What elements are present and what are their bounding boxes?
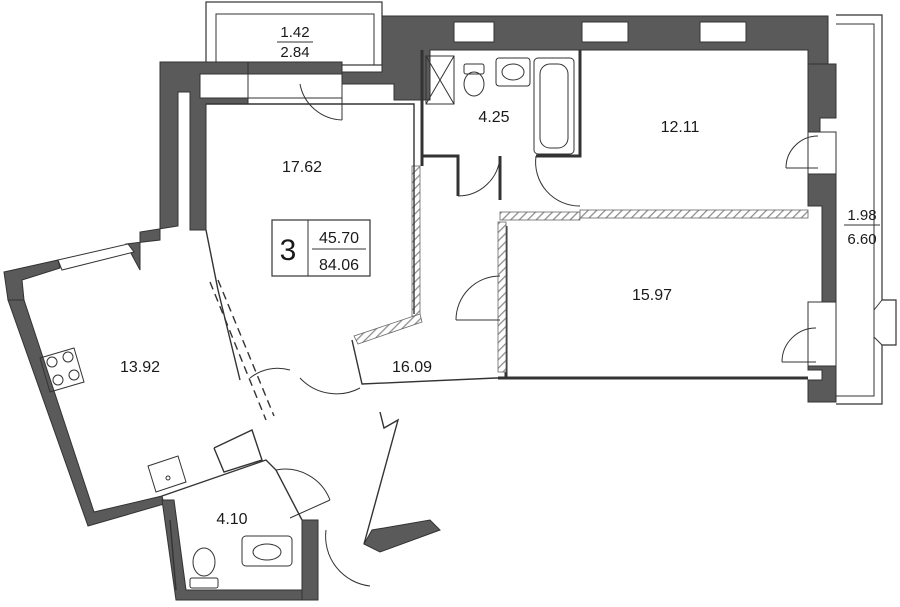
- toilet-icon: [189, 547, 219, 589]
- loggia-east-area: 1.98: [847, 207, 876, 224]
- sink-icon: [495, 57, 531, 87]
- loggia-east: [836, 14, 897, 405]
- room-area-bedroom-south: 15.97: [632, 287, 672, 304]
- room-area-wc: 4.10: [216, 511, 247, 528]
- room-outlines: [161, 103, 506, 591]
- room-area-bedroom-east: 12.11: [661, 119, 700, 136]
- shower-icon: [425, 55, 455, 105]
- loggia-east-total: 6.60: [847, 231, 876, 248]
- toilet-icon: [463, 63, 485, 97]
- door-swings: [249, 83, 819, 587]
- bathroom-fixtures: [425, 55, 575, 155]
- kitchen-sink-icon: [147, 455, 187, 493]
- window-strips: [57, 21, 837, 367]
- living-area: 45.70: [319, 230, 359, 247]
- hatched-partitions: [353, 165, 809, 373]
- room-area-bedroom-north: 17.62: [282, 159, 322, 176]
- stove-icon: [39, 347, 85, 393]
- balcony-top-label: 1.42 2.84: [277, 24, 313, 61]
- balcony-top-total: 2.84: [280, 44, 309, 61]
- room-area-hall: 16.09: [392, 359, 432, 376]
- wc-fixtures: [189, 535, 293, 589]
- balcony-top-area: 1.42: [280, 24, 309, 41]
- room-area-kitchen: 13.92: [120, 359, 160, 376]
- bathtub-icon: [533, 57, 575, 155]
- room-area-bathroom: 4.25: [478, 109, 509, 126]
- loggia-east-label: 1.98 6.60: [844, 207, 880, 248]
- room-labels: 17.62 4.25 12.11 15.97 16.09 13.92 4.10: [120, 109, 700, 528]
- kitchen-fixtures: [39, 347, 187, 493]
- total-area: 84.06: [319, 257, 359, 274]
- sink-icon: [241, 535, 293, 567]
- room-count: 3: [280, 234, 297, 267]
- summary-box: 3 45.70 84.06: [271, 219, 371, 277]
